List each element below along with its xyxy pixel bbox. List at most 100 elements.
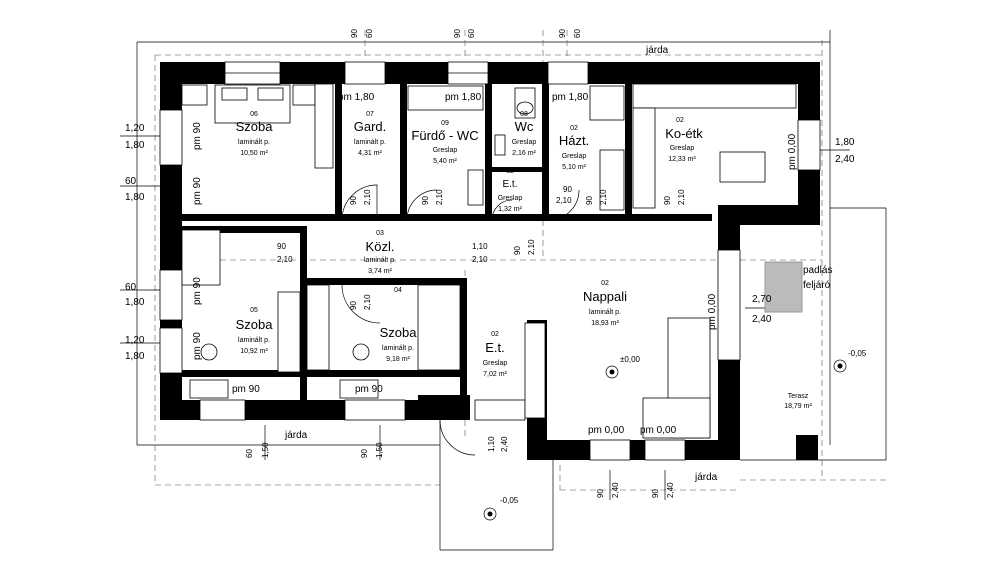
room-floor: laminált p. xyxy=(354,139,386,146)
doors xyxy=(341,184,580,456)
dim-label: 2,10 xyxy=(677,189,686,205)
dim-label: 2,40 xyxy=(835,154,855,165)
room-floor: laminált p. xyxy=(238,337,270,344)
pm-label: pm 90 xyxy=(232,384,260,395)
dim-label: 60 xyxy=(125,282,137,293)
room-num: 03 xyxy=(376,230,384,237)
padlas-label: feljáró xyxy=(803,280,831,291)
dim-label: 90 xyxy=(651,489,660,498)
level-zero: ±0,00 xyxy=(620,355,641,364)
room-name: Fürdő - WC xyxy=(411,128,478,143)
dim-label: 90 xyxy=(663,196,672,205)
dim-label: 2,40 xyxy=(666,482,675,498)
dim-label: 90 xyxy=(349,196,358,205)
pm-label: pm 90 xyxy=(192,122,203,150)
room-floor: laminált p. xyxy=(589,309,621,316)
room-name: Szoba xyxy=(236,119,274,134)
dim-label: 90 xyxy=(596,489,605,498)
room-floor: Greslap xyxy=(433,147,458,154)
room-labels: 06 Szoba laminált p. 10,50 m² 07 Gard. l… xyxy=(236,111,813,410)
room-floor: Greslap xyxy=(512,139,537,146)
dim-label: 90 xyxy=(513,246,522,255)
dim-label: 60 xyxy=(573,29,582,38)
dim-label: 2,10 xyxy=(363,294,372,310)
room-area: 12,33 m² xyxy=(668,156,696,163)
dim-label: 60 xyxy=(245,449,254,458)
dim-label: 2,70 xyxy=(752,294,772,305)
pm-label: pm 1,80 xyxy=(552,92,589,103)
room-name: E.t. xyxy=(502,179,517,190)
dim-label: 90 xyxy=(453,29,462,38)
room-area: 1,32 m² xyxy=(498,206,522,213)
pm-label: pm 1,80 xyxy=(445,92,482,103)
pm-label: pm 90 xyxy=(192,177,203,205)
room-num: 05 xyxy=(250,307,258,314)
room-name: Wc xyxy=(515,119,534,134)
room-area: 18,93 m² xyxy=(591,320,619,327)
room-area: 4,31 m² xyxy=(358,150,382,157)
dim-label: 2,40 xyxy=(500,436,509,452)
dim-label: 1,80 xyxy=(125,192,145,203)
dim-label: 2,40 xyxy=(752,314,772,325)
dim-label: 2,10 xyxy=(556,196,572,205)
room-num: 06 xyxy=(250,111,258,118)
level-minus: -0,05 xyxy=(500,496,519,505)
jarda-label: járda xyxy=(284,430,308,441)
dim-label: 60 xyxy=(365,29,374,38)
room-name: Nappali xyxy=(583,289,627,304)
dim-label: 90 xyxy=(360,449,369,458)
dim-label: 1,50 xyxy=(261,442,270,458)
dim-label: 2,10 xyxy=(599,189,608,205)
dim-label: 60 xyxy=(125,176,137,187)
room-num: 07 xyxy=(366,111,374,118)
room-num: 02 xyxy=(491,331,499,338)
room-num: 02 xyxy=(601,280,609,287)
room-area: 5,40 m² xyxy=(433,158,457,165)
dim-label: 60 xyxy=(467,29,476,38)
annotation-labels: járda járda járda padlás feljáró ±0,00 -… xyxy=(125,29,867,505)
room-num: 02 xyxy=(570,125,578,132)
room-floor: laminált p. xyxy=(364,257,396,264)
room-area: 3,74 m² xyxy=(368,268,392,275)
dim-label: 90 xyxy=(421,196,430,205)
dim-label: 1,50 xyxy=(375,442,384,458)
room-name: Szoba xyxy=(236,317,274,332)
dim-label: 90 xyxy=(563,185,572,194)
dim-label: 2,10 xyxy=(363,189,372,205)
dim-label: 1,80 xyxy=(125,351,145,362)
room-num: 08 xyxy=(520,111,528,118)
room-name: Szoba xyxy=(380,325,418,340)
room-area: 9,18 m² xyxy=(386,356,410,363)
room-floor: Greslap xyxy=(483,360,508,367)
room-area: 7,02 m² xyxy=(483,371,507,378)
dim-label: 1,80 xyxy=(835,137,855,148)
terasz-area: 18,79 m² xyxy=(784,403,812,410)
pm-label: pm 0,00 xyxy=(588,425,625,436)
furniture xyxy=(181,83,803,439)
dim-label: 90 xyxy=(349,301,358,310)
pm-label: pm 0,00 xyxy=(787,133,798,170)
room-num: 02 xyxy=(506,168,514,175)
dim-label: 90 xyxy=(350,29,359,38)
windows xyxy=(159,61,821,461)
terasz-name: Terasz xyxy=(788,393,809,400)
dim-label: 1,80 xyxy=(125,140,145,151)
pm-label: pm 0,00 xyxy=(640,425,677,436)
room-name: Gard. xyxy=(354,119,387,134)
room-area: 5,10 m² xyxy=(562,164,586,171)
room-name: Ko-étk xyxy=(665,126,703,141)
dim-label: 90 xyxy=(558,29,567,38)
dim-label: 1,20 xyxy=(125,335,145,346)
pm-label: pm 0,00 xyxy=(707,293,718,330)
room-area: 2,16 m² xyxy=(512,150,536,157)
dim-label: 2,10 xyxy=(277,255,293,264)
pm-label: pm 1,80 xyxy=(338,92,375,103)
dim-label: 1,10 xyxy=(472,242,488,251)
room-name: Házt. xyxy=(559,133,589,148)
dim-label: 1,20 xyxy=(125,123,145,134)
dim-label: 1,10 xyxy=(487,436,496,452)
level-markers xyxy=(483,359,847,521)
pm-label: pm 90 xyxy=(192,277,203,305)
room-num: 09 xyxy=(441,120,449,127)
